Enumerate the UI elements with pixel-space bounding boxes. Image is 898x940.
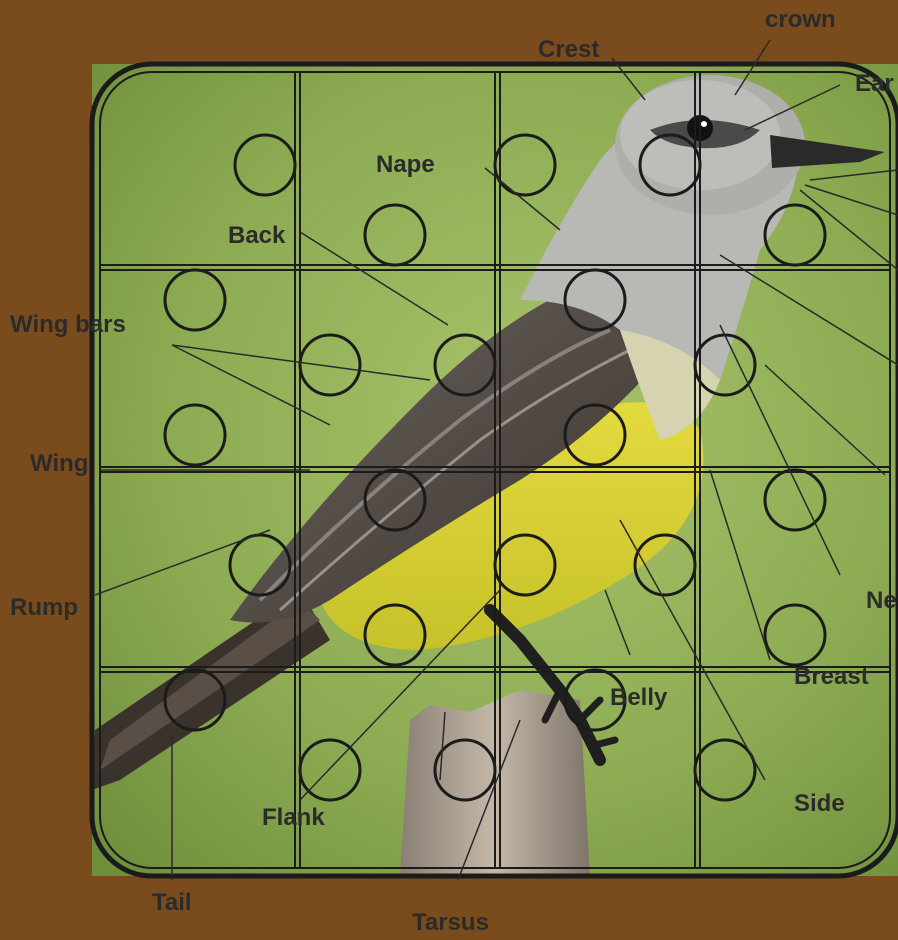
label-side: Side [794,792,845,816]
label-rump: Rump [10,596,78,620]
label-crown: crown [765,8,836,32]
label-ear: Ear [855,72,894,96]
label-belly: Belly [610,686,667,710]
label-breast: Breast [794,665,869,689]
label-nape: Nape [376,153,435,177]
label-tarsus: Tarsus [412,911,489,935]
label-neck: Ne [866,589,897,613]
label-tail: Tail [152,891,192,915]
label-wing: Wing [30,452,88,476]
label-back: Back [228,224,285,248]
label-crest: Crest [538,38,599,62]
label-flank: Flank [262,806,325,830]
label-wing-bars: Wing bars [10,313,126,337]
